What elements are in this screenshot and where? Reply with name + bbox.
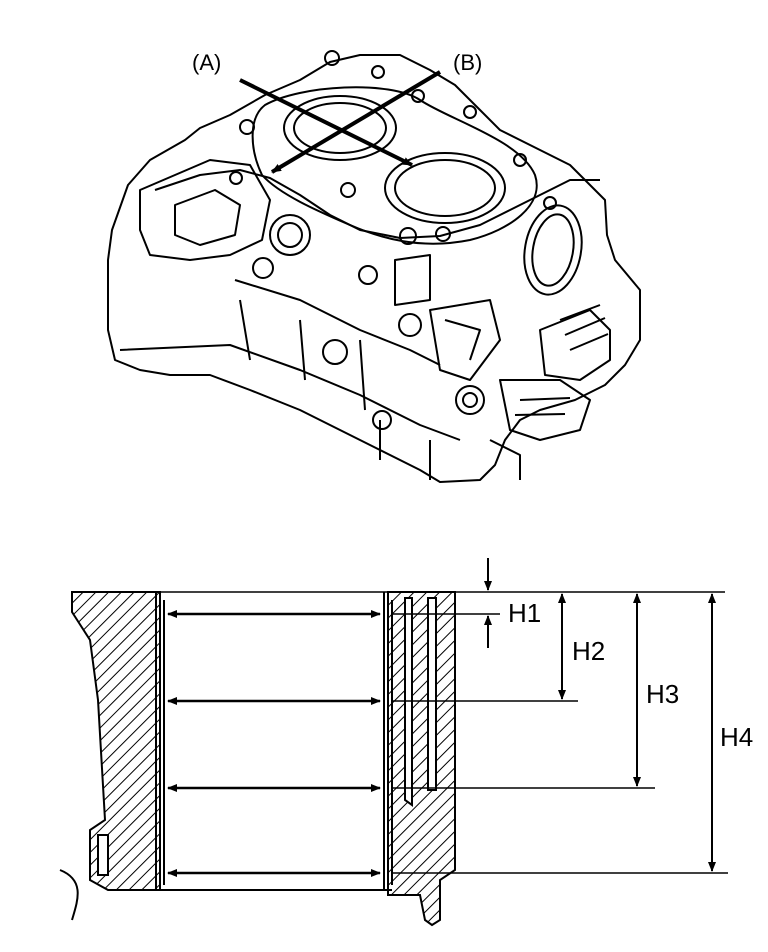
dimension-label-h3: H3: [646, 679, 679, 709]
callout-arrow-a: [239, 78, 413, 167]
cylinder-bore-b: [384, 152, 506, 224]
bore-measurement-arrows: [167, 610, 381, 877]
callout-label-a: (A): [192, 50, 221, 75]
dimension-label-h4: H4: [720, 722, 753, 752]
dimension-label-h1: H1: [508, 598, 541, 628]
dimension-label-h2: H2: [572, 636, 605, 666]
dimension-extension-lines: [160, 591, 728, 874]
callout-label-b: (B): [453, 50, 482, 75]
callout-arrow-b: [270, 70, 442, 174]
engine-block-illustration: [107, 50, 641, 483]
dimension-lines: [484, 558, 716, 872]
cylinder-cross-section: [59, 591, 456, 927]
callout-arrows: [239, 70, 442, 174]
cylinder-bore-a: [283, 95, 397, 161]
